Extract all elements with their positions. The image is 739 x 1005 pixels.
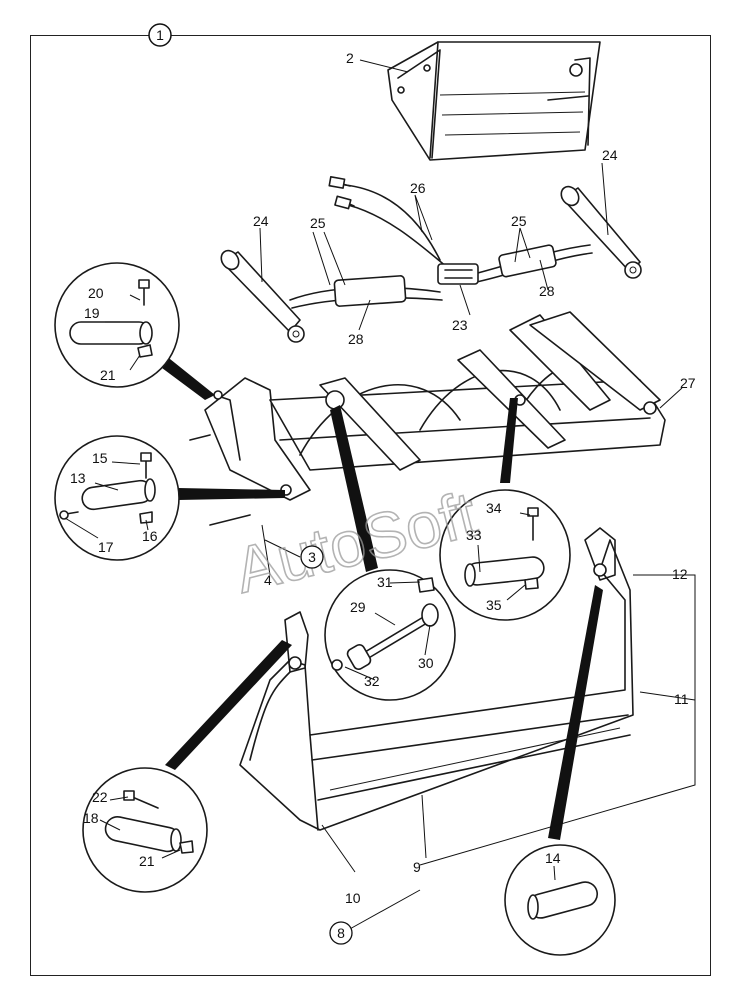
callout-25-left: 25 [310, 215, 326, 231]
sheet-number-callout: 1 [148, 23, 172, 47]
callout-25-right: 25 [511, 213, 527, 229]
callout-17: 17 [98, 539, 114, 555]
detail-bubble-33 [439, 398, 571, 621]
callout-labels: 2 24 26 24 25 25 28 23 28 27 20 19 21 15… [70, 50, 696, 945]
leader-lines [64, 59, 696, 931]
callout-20: 20 [88, 285, 104, 301]
detail-bubble-19 [54, 262, 215, 400]
callout-10: 10 [345, 890, 361, 906]
callout-4: 4 [264, 572, 272, 588]
drawing-frame [30, 35, 711, 976]
callout-13: 13 [70, 470, 86, 486]
callout-30: 30 [418, 655, 434, 671]
callout-11: 11 [674, 691, 689, 707]
callout-16: 16 [142, 528, 158, 544]
callout-35: 35 [486, 597, 502, 613]
callout-14: 14 [545, 850, 561, 866]
callout-9: 9 [413, 859, 421, 875]
callout-3: 3 [308, 549, 316, 565]
callout-24-left: 24 [253, 213, 269, 229]
callout-26: 26 [410, 180, 426, 196]
callout-19: 19 [84, 305, 100, 321]
callout-15: 15 [92, 450, 108, 466]
callout-28-right: 28 [539, 283, 555, 299]
callout-32: 32 [364, 673, 380, 689]
detail-bubble-29 [324, 405, 456, 701]
callout-33: 33 [466, 527, 482, 543]
part-2-bucket-guard [387, 41, 601, 161]
callout-34: 34 [486, 500, 502, 516]
callout-24-right: 24 [602, 147, 618, 163]
callout-29: 29 [350, 599, 366, 615]
callout-8: 8 [337, 925, 345, 941]
callout-27: 27 [680, 375, 696, 391]
callout-23: 23 [452, 317, 468, 333]
callout-22: 22 [92, 789, 108, 805]
callout-31: 31 [377, 574, 393, 590]
callout-28-left: 28 [348, 331, 364, 347]
loader-frame [189, 311, 666, 526]
part-24-hydraulic-cylinders [220, 185, 642, 343]
sheet-number: 1 [156, 27, 164, 43]
hydraulic-hoses [289, 176, 593, 309]
callout-21-top: 21 [100, 367, 116, 383]
callout-18: 18 [83, 810, 99, 826]
callout-21-bottom: 21 [139, 853, 155, 869]
detail-bubble-14 [504, 585, 616, 956]
callout-2: 2 [346, 50, 354, 66]
callout-12: 12 [672, 566, 688, 582]
